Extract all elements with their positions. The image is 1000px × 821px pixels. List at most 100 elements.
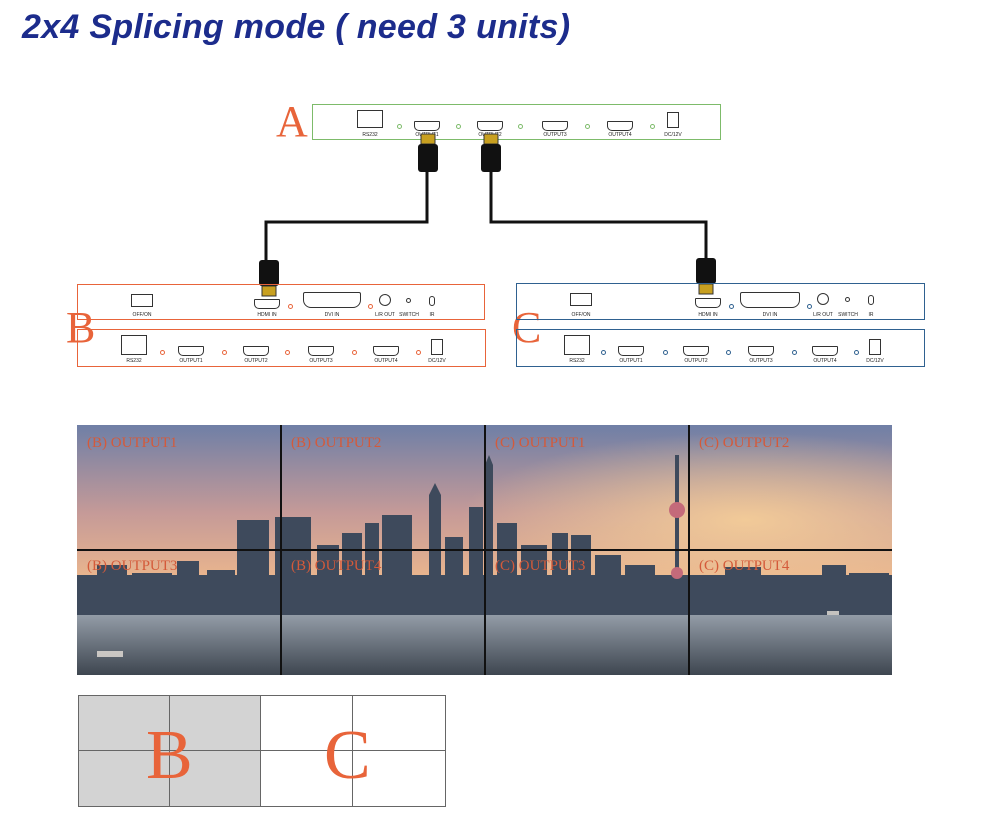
hdmi-port-icon (618, 346, 644, 356)
dc-power-port-icon (667, 112, 679, 128)
hdmi-port-icon (178, 346, 204, 356)
cable-a-out1-to-b (259, 133, 438, 297)
led-icon (585, 124, 590, 129)
unit-b-ir-label: IR (429, 312, 435, 318)
wall-panel-c-output3: (C) OUTPUT3 (495, 558, 586, 574)
led-icon (792, 350, 797, 355)
led-icon (601, 350, 606, 355)
grid-cell-b (78, 695, 170, 751)
hdmi-port-icon (373, 346, 399, 356)
unit-a-dc-label: DC/12V (664, 132, 682, 138)
unit-c-bottom-panel: RS232 OUTPUT1 OUTPUT2 OUTPUT3 OUTPUT4 DC… (516, 329, 925, 367)
unit-b-top-panel: OFF/ON HDMI IN DVI IN L/R OUT SWITCH IR (77, 284, 485, 320)
led-icon (729, 304, 734, 309)
hdmi-in-port-icon (254, 299, 280, 309)
led-icon (160, 350, 165, 355)
unit-c-out3-label: OUTPUT3 (749, 358, 773, 364)
unit-c-ir-label: IR (868, 312, 874, 318)
led-icon (726, 350, 731, 355)
led-icon (854, 350, 859, 355)
grid-cell-b (169, 750, 261, 807)
unit-c-switch-label: SWITCH (838, 312, 858, 318)
ir-port-icon (429, 296, 435, 306)
unit-b-rs232-label: RS232 (126, 358, 142, 364)
unit-c-dviin-label: DVI IN (762, 312, 778, 318)
unit-b-offon-label: OFF/ON (132, 312, 152, 318)
audio-jack-icon (817, 293, 829, 305)
wall-panel-b-output4: (B) OUTPUT4 (291, 558, 382, 574)
unit-c-out1-label: OUTPUT1 (619, 358, 643, 364)
led-icon (222, 350, 227, 355)
hdmi-cables (259, 133, 716, 297)
unit-b-dviin-label: DVI IN (324, 312, 340, 318)
switch-button-icon (845, 297, 850, 302)
hdmi-port-icon (308, 346, 334, 356)
layout-grid: B C (78, 695, 446, 807)
unit-c-out4-label: OUTPUT4 (813, 358, 837, 364)
led-icon (456, 124, 461, 129)
audio-jack-icon (379, 294, 391, 306)
wall-panel-b-output2: (B) OUTPUT2 (291, 435, 382, 451)
unit-b-letter: B (66, 303, 96, 352)
unit-c-offon-label: OFF/ON (571, 312, 591, 318)
led-icon (518, 124, 523, 129)
hdmi-port-icon (748, 346, 774, 356)
led-icon (650, 124, 655, 129)
grid-cell-c (352, 750, 446, 807)
unit-c-out2-label: OUTPUT2 (684, 358, 708, 364)
grid-cell-b (169, 695, 261, 751)
wall-panel-c-output2: (C) OUTPUT2 (699, 435, 790, 451)
led-icon (352, 350, 357, 355)
unit-b-lrout-label: L/R OUT (375, 312, 395, 318)
grid-cell-c (352, 695, 446, 751)
power-switch-icon (131, 294, 153, 307)
unit-a-out4-label: OUTPUT4 (608, 132, 632, 138)
unit-c-dc-label: DC/12V (866, 358, 884, 364)
rs232-port-icon (121, 335, 147, 355)
unit-c-lrout-label: L/R OUT (813, 312, 833, 318)
wall-panel-c-output4: (C) OUTPUT4 (699, 558, 790, 574)
led-icon (368, 304, 373, 309)
unit-b-out1-label: OUTPUT1 (179, 358, 203, 364)
hdmi-port-icon (607, 121, 633, 131)
unit-a-out3-label: OUTPUT3 (543, 132, 567, 138)
city-skyline-image (77, 425, 892, 675)
hdmi-port-icon (243, 346, 269, 356)
unit-b-switch-label: SWITCH (399, 312, 419, 318)
ir-port-icon (868, 295, 874, 305)
hdmi-port-icon (477, 121, 503, 131)
hdmi-port-icon (683, 346, 709, 356)
wall-panel-b-output1: (B) OUTPUT1 (87, 435, 178, 451)
unit-b-out4-label: OUTPUT4 (374, 358, 398, 364)
wall-panel-b-output3: (B) OUTPUT3 (87, 558, 178, 574)
unit-c-hdmiin-label: HDMI IN (698, 312, 718, 318)
grid-cell-c (260, 750, 353, 807)
unit-c-top-panel: OFF/ON HDMI IN DVI IN L/R OUT SWITCH IR (516, 283, 925, 320)
led-icon (285, 350, 290, 355)
unit-b-bottom-panel: RS232 OUTPUT1 OUTPUT2 OUTPUT3 OUTPUT4 DC… (77, 329, 486, 367)
dvi-in-port-icon (303, 292, 361, 308)
page-title: 2x4 Splicing mode ( need 3 units) (22, 8, 571, 46)
hdmi-port-icon (542, 121, 568, 131)
led-icon (663, 350, 668, 355)
hdmi-port-icon (414, 121, 440, 131)
led-icon (416, 350, 421, 355)
led-icon (397, 124, 402, 129)
led-icon (807, 304, 812, 309)
wall-panel-c-output1: (C) OUTPUT1 (495, 435, 586, 451)
rs232-port-icon (357, 110, 383, 128)
unit-b-hdmiin-label: HDMI IN (257, 312, 277, 318)
rs232-port-icon (564, 335, 590, 355)
power-switch-icon (570, 293, 592, 306)
unit-b-dc-label: DC/12V (428, 358, 446, 364)
unit-c-rs232-label: RS232 (569, 358, 585, 364)
unit-a-panel: RS232 OUTPUT1 OUTPUT2 OUTPUT3 OUTPUT4 DC… (312, 104, 721, 140)
switch-button-icon (406, 298, 411, 303)
unit-a-letter: A (276, 97, 308, 146)
unit-b-out3-label: OUTPUT3 (309, 358, 333, 364)
grid-letter-b: B (146, 717, 193, 794)
hdmi-in-port-icon (695, 298, 721, 308)
unit-b-out2-label: OUTPUT2 (244, 358, 268, 364)
dvi-in-port-icon (740, 292, 800, 308)
dc-power-port-icon (431, 339, 443, 355)
